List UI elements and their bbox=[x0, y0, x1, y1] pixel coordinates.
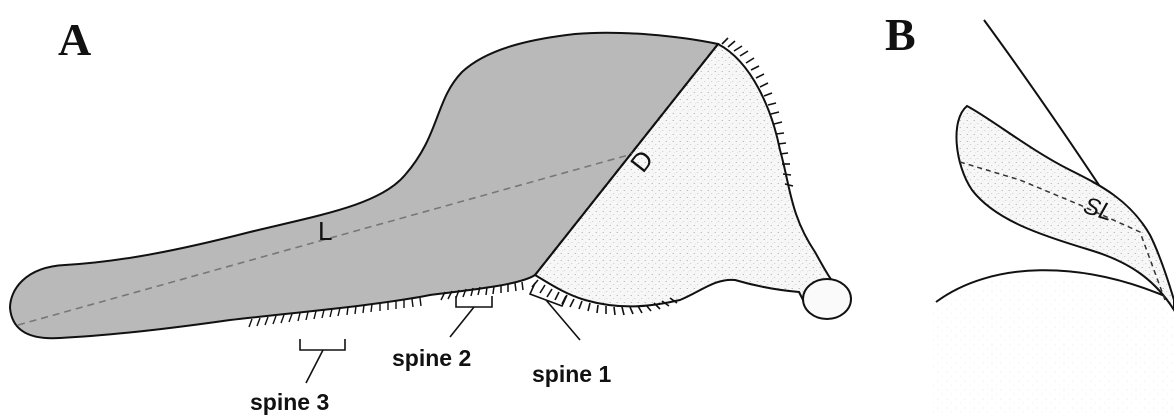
spine-2-label: spine 2 bbox=[392, 345, 471, 371]
panel-b-letter: B bbox=[885, 9, 916, 60]
spine-2-bracket bbox=[450, 296, 492, 337]
spine-1-label: spine 1 bbox=[532, 361, 611, 387]
length-label: L bbox=[318, 216, 332, 246]
tip-knob bbox=[803, 279, 851, 319]
spine-3-bracket bbox=[300, 339, 345, 383]
spine-3-label: spine 3 bbox=[250, 389, 329, 415]
panel-a-letter: A bbox=[58, 14, 91, 65]
